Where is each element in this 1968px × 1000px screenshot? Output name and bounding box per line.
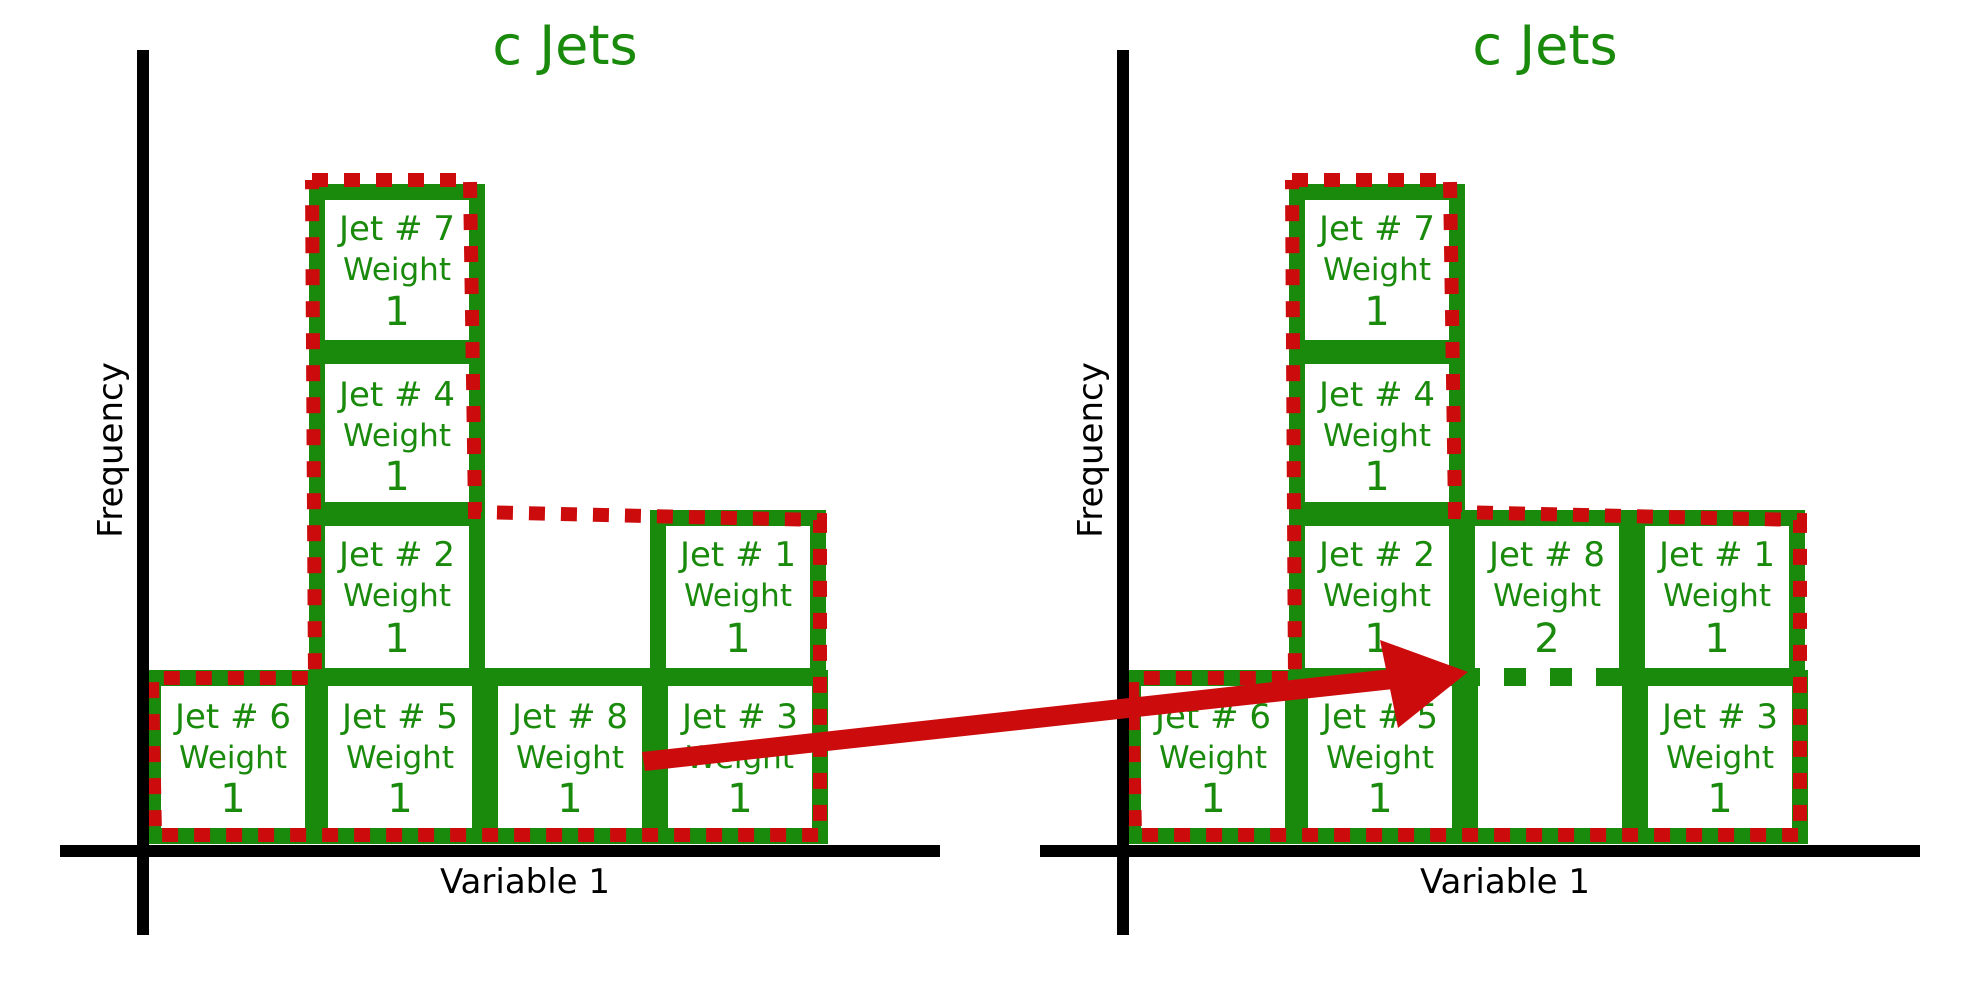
right-jet-3-weight: 1 bbox=[1707, 776, 1732, 822]
left-panel-title: c Jets bbox=[492, 14, 637, 77]
right-jet-8-weight-label: Weight bbox=[1493, 578, 1601, 614]
left-jet-4-weight-label: Weight bbox=[343, 418, 451, 454]
left-jet-2-weight-label: Weight bbox=[343, 578, 451, 614]
merge-arrow-head bbox=[1380, 640, 1468, 728]
left-jet-5-name: Jet # 5 bbox=[340, 697, 458, 737]
left-jet-1-weight-label: Weight bbox=[684, 578, 792, 614]
right-jet-3-name: Jet # 3 bbox=[1660, 697, 1778, 737]
left-jet-6-weight-label: Weight bbox=[179, 740, 287, 776]
left-panel: c Jets Jet # 7 Weight 1 Jet # 4 Weight 1… bbox=[60, 14, 940, 935]
right-jet-8-weight: 2 bbox=[1534, 616, 1559, 662]
left-jet-1-weight: 1 bbox=[725, 616, 750, 662]
left-jet-5-weight-label: Weight bbox=[346, 740, 454, 776]
right-panel-title: c Jets bbox=[1472, 14, 1617, 77]
left-jet-2-weight: 1 bbox=[384, 616, 409, 662]
left-jet-5-weight: 1 bbox=[387, 776, 412, 822]
left-jet-6-weight: 1 bbox=[220, 776, 245, 822]
left-jet-8-weight: 1 bbox=[557, 776, 582, 822]
right-jet-6-weight: 1 bbox=[1200, 776, 1225, 822]
right-jet-7-weight: 1 bbox=[1364, 289, 1389, 335]
left-x-axis-label: Variable 1 bbox=[440, 862, 610, 902]
merge-arrow bbox=[642, 640, 1468, 771]
left-y-axis-label: Frequency bbox=[91, 362, 131, 538]
left-empty-bin-base bbox=[477, 668, 660, 684]
right-box-jet-8-lower bbox=[1462, 670, 1638, 844]
left-jet-7-weight: 1 bbox=[384, 289, 409, 335]
right-x-axis-label: Variable 1 bbox=[1420, 862, 1590, 902]
right-jet-7-name: Jet # 7 bbox=[1317, 209, 1435, 249]
left-jet-3-weight: 1 bbox=[727, 776, 752, 822]
left-jet-8-weight-label: Weight bbox=[516, 740, 624, 776]
right-jet-3-weight-label: Weight bbox=[1666, 740, 1774, 776]
right-jet-4-weight: 1 bbox=[1364, 454, 1389, 500]
right-jet-6-weight-label: Weight bbox=[1159, 740, 1267, 776]
right-jet-1-weight-label: Weight bbox=[1663, 578, 1771, 614]
left-jet-3-name: Jet # 3 bbox=[680, 697, 798, 737]
right-jet-4-weight-label: Weight bbox=[1323, 418, 1431, 454]
right-jet-5-weight-label: Weight bbox=[1326, 740, 1434, 776]
right-jet-2-name: Jet # 2 bbox=[1317, 535, 1435, 575]
left-labels: Jet # 7 Weight 1 Jet # 4 Weight 1 Jet # … bbox=[173, 209, 798, 822]
left-jet-7-name: Jet # 7 bbox=[337, 209, 455, 249]
right-y-axis-label: Frequency bbox=[1071, 362, 1111, 538]
left-jet-1-name: Jet # 1 bbox=[678, 535, 796, 575]
right-jet-1-weight: 1 bbox=[1704, 616, 1729, 662]
left-jet-7-weight-label: Weight bbox=[343, 252, 451, 288]
left-jet-4-name: Jet # 4 bbox=[337, 375, 455, 415]
right-jet-2-weight-label: Weight bbox=[1323, 578, 1431, 614]
merge-arrow-shaft bbox=[642, 668, 1402, 771]
right-red-dotted-outline bbox=[1124, 173, 1807, 842]
right-labels: Jet # 7 Weight 1 Jet # 4 Weight 1 Jet # … bbox=[1153, 209, 1778, 822]
left-jet-6-name: Jet # 6 bbox=[173, 697, 291, 737]
right-jet-7-weight-label: Weight bbox=[1323, 252, 1431, 288]
right-panel: c Jets Jet # 7 Weight 1 Jet # 4 Weight 1… bbox=[1040, 14, 1920, 935]
right-jet-8-name: Jet # 8 bbox=[1487, 535, 1605, 575]
right-jet-1-name: Jet # 1 bbox=[1657, 535, 1775, 575]
right-jet-4-name: Jet # 4 bbox=[1317, 375, 1435, 415]
left-red-dotted-outline bbox=[144, 173, 827, 842]
right-jet-5-weight: 1 bbox=[1367, 776, 1392, 822]
left-jet-8-name: Jet # 8 bbox=[510, 697, 628, 737]
left-jet-4-weight: 1 bbox=[384, 454, 409, 500]
left-jet-2-name: Jet # 2 bbox=[337, 535, 455, 575]
